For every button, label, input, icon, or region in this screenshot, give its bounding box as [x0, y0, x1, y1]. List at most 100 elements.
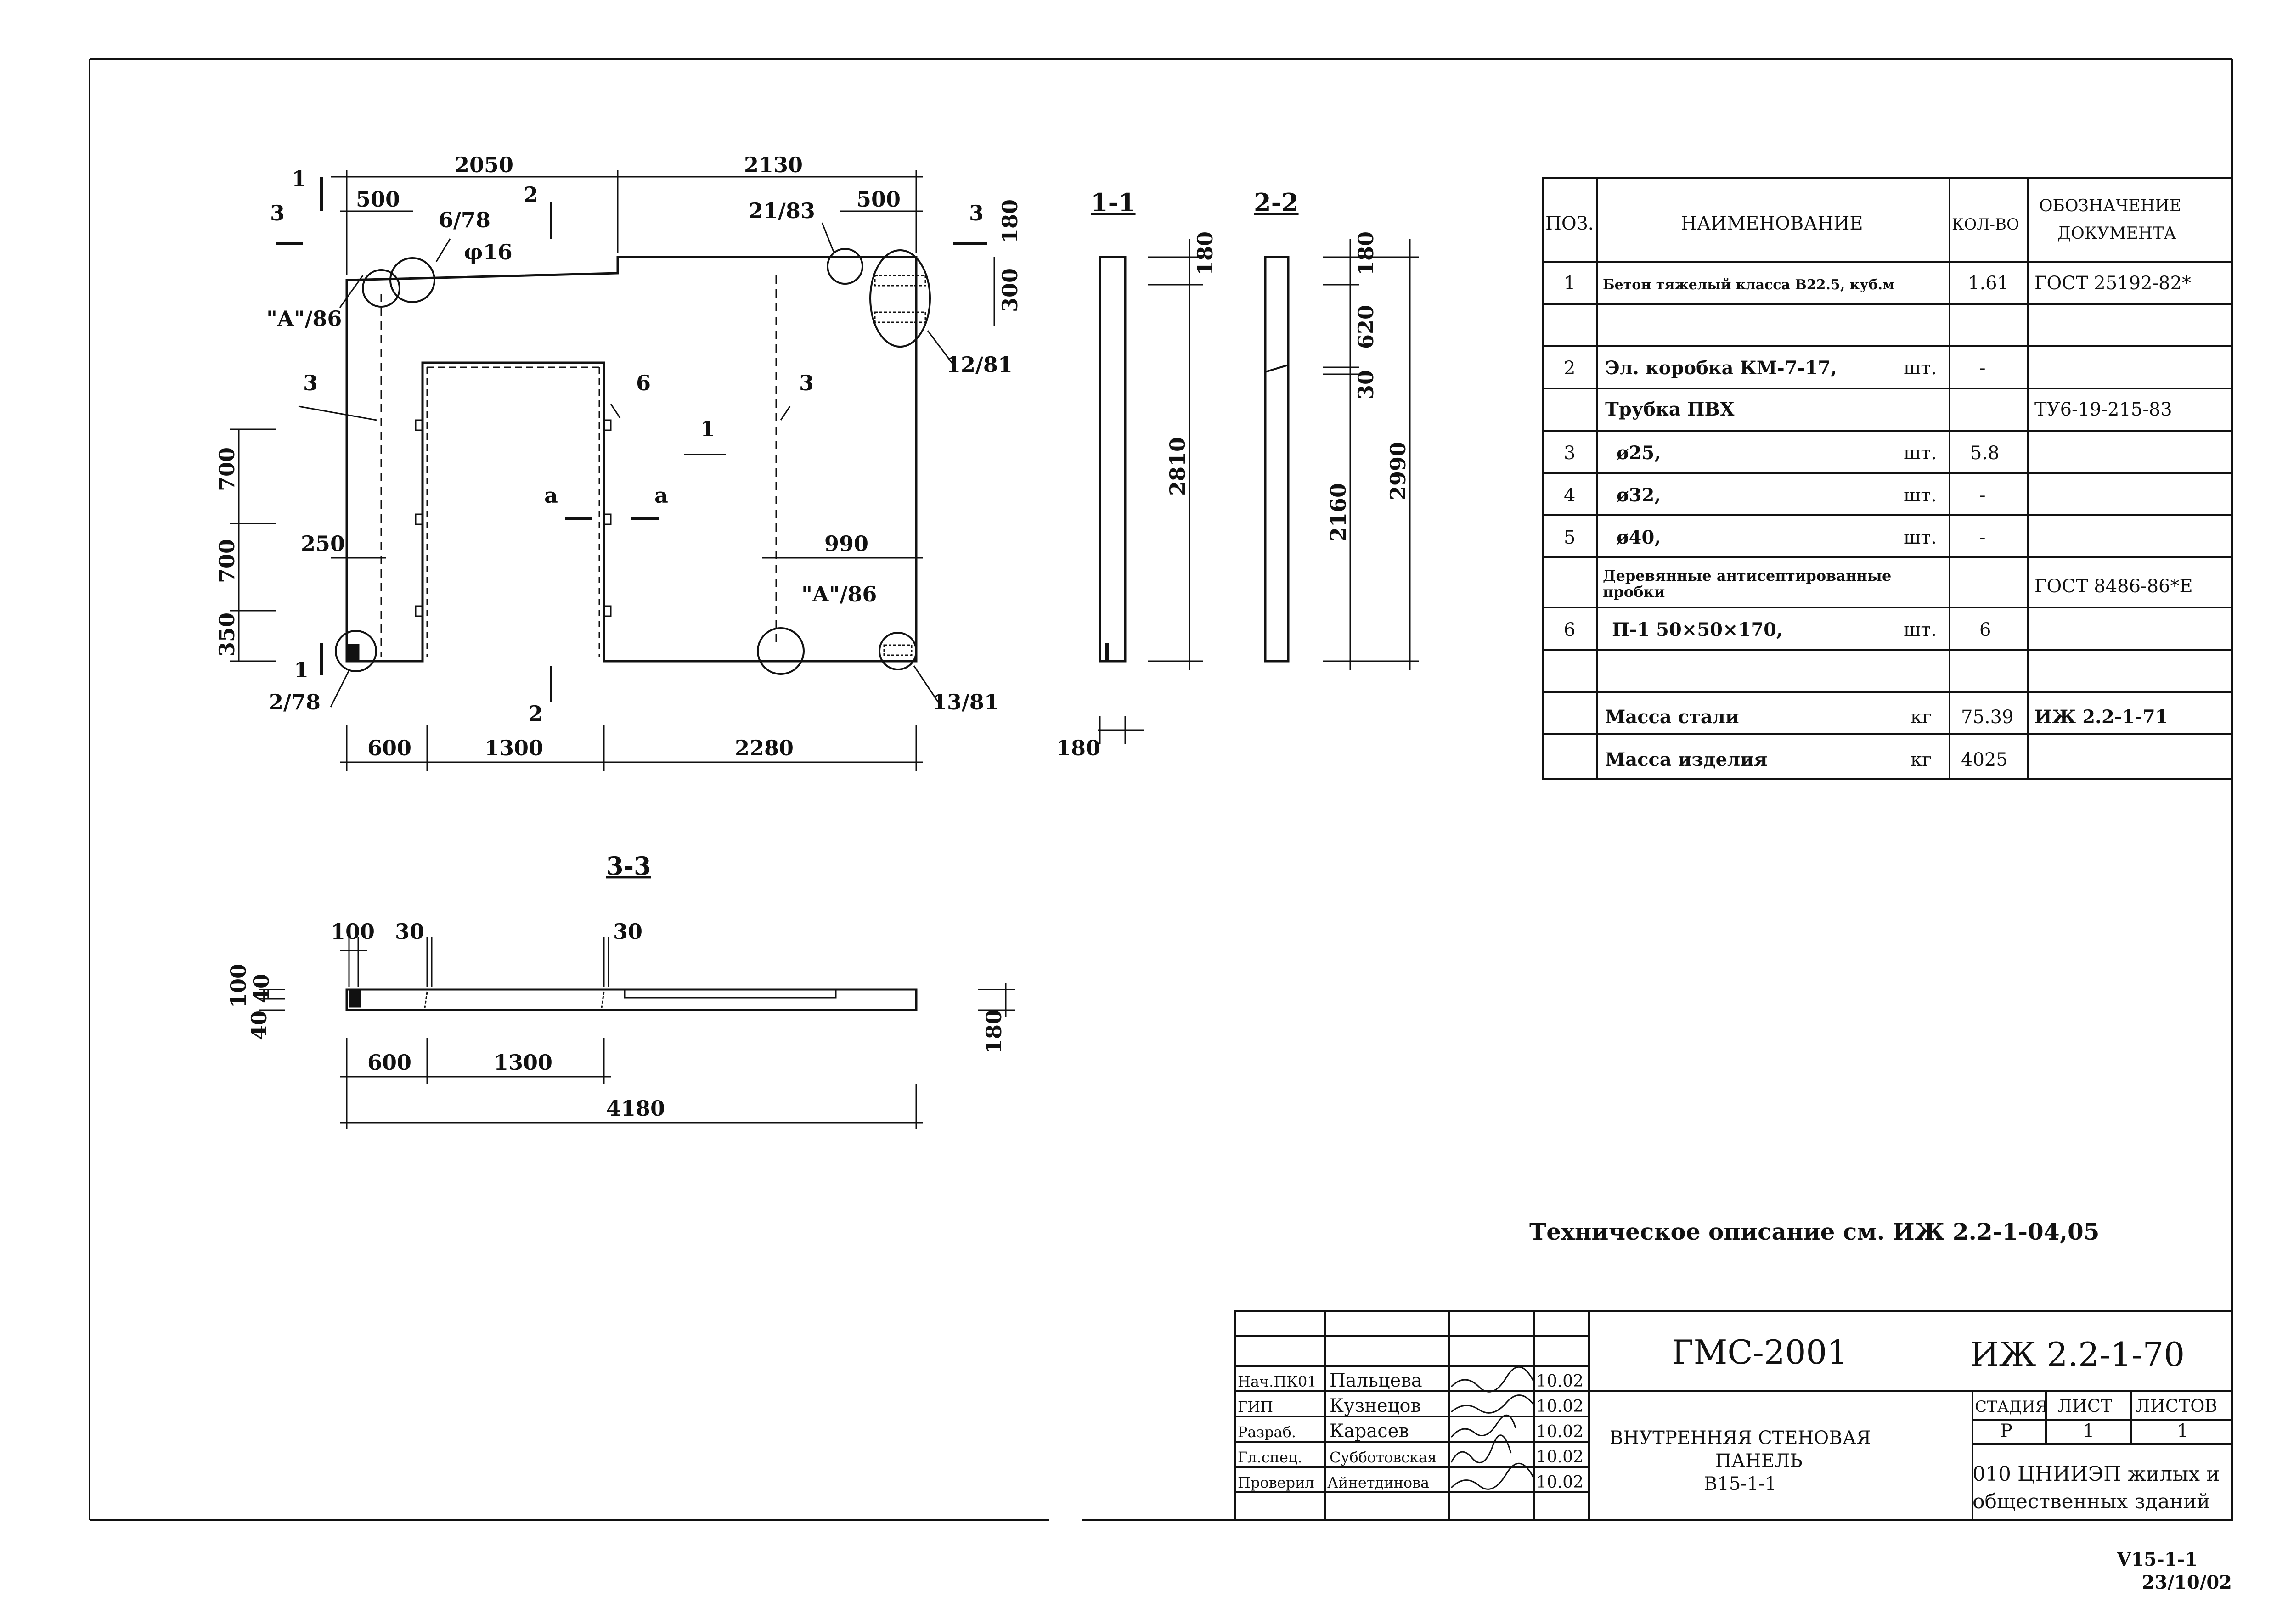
signatures — [1450, 1366, 1535, 1490]
svg-text:ø32,: ø32, — [1617, 484, 1661, 506]
cut-mark-1-top: 1 — [292, 166, 306, 191]
svg-text:Нач.ПК01: Нач.ПК01 — [1238, 1373, 1317, 1390]
callout-6: 6 — [636, 371, 651, 395]
callout-21-83: 21/83 — [749, 198, 815, 223]
panel-plan — [298, 222, 956, 708]
title-desc-line-1: ВНУТРЕННЯЯ СТЕНОВАЯ — [1610, 1427, 1871, 1449]
title-people: Нач.ПК01 Пальцева 10.02 ГИП Кузнецов 10.… — [1238, 1370, 1584, 1492]
svg-text:-: - — [1979, 485, 1986, 506]
spec-header-name: НАИМЕНОВАНИЕ — [1681, 213, 1863, 234]
plan-labels: 2050 2130 500 500 180 300 700 700 350 25… — [214, 152, 1022, 760]
s11-dim-180-top: 180 — [1193, 231, 1217, 275]
svg-text:2: 2 — [1564, 358, 1575, 379]
callout-12-81: 12/81 — [946, 352, 1013, 377]
callout-3-right: 3 — [799, 371, 814, 395]
svg-text:4025: 4025 — [1961, 749, 2008, 770]
spec-row: 6 П-1 50×50×170, шт. 6 — [1564, 619, 1991, 641]
spec-row: Масса стали кг 75.39 ИЖ 2.2-1-71 — [1605, 706, 2168, 728]
callout-a-86-top: "A"/86 — [266, 306, 342, 331]
svg-text:Карасев: Карасев — [1330, 1421, 1409, 1442]
svg-text:10.02: 10.02 — [1536, 1397, 1584, 1416]
svg-text:Разраб.: Разраб. — [1238, 1423, 1296, 1441]
dim-2050: 2050 — [455, 152, 513, 177]
spec-header-doc: ОБОЗНАЧЕНИЕ — [2039, 197, 2181, 215]
section-3-3: 3-3 100 — [226, 851, 1015, 1129]
dim-500-left: 500 — [356, 187, 400, 212]
stage-header: СТАДИЯ — [1975, 1398, 2048, 1416]
s33-dim-180: 180 — [981, 1010, 1006, 1054]
dim-700-a: 700 — [214, 447, 239, 491]
title-desc-line-3: В15-1-1 — [1704, 1473, 1776, 1495]
s11-dim-180-bottom: 180 — [1056, 736, 1100, 760]
svg-text:5.8: 5.8 — [1970, 443, 2000, 464]
s22-dim-2160: 2160 — [1326, 483, 1351, 542]
svg-text:ИЖ 2.2-1-71: ИЖ 2.2-1-71 — [2034, 706, 2168, 728]
spec-row: 3 ø25, шт. 5.8 — [1564, 442, 2000, 464]
title-block: ГМС-2001 ИЖ 2.2-1-70 Нач.ПК01 Пальцева 1… — [1234, 1310, 2233, 1521]
s33-dim-4180: 4180 — [606, 1096, 665, 1121]
svg-text:Гл.спец.: Гл.спец. — [1238, 1449, 1302, 1466]
spec-row: 4 ø32, шт. - — [1564, 484, 1986, 506]
svg-text:Масса изделия: Масса изделия — [1605, 749, 1767, 770]
spec-table: ПОЗ. НАИМЕНОВАНИЕ КОЛ-ВО ОБОЗНАЧЕНИЕ ДОК… — [1542, 177, 2233, 780]
dim-180-top: 180 — [997, 199, 1022, 243]
svg-text:Эл. коробка КМ-7-17,: Эл. коробка КМ-7-17, — [1605, 357, 1837, 379]
svg-text:Бетон тяжелый класса В22.5, ку: Бетон тяжелый класса В22.5, куб.м — [1603, 277, 1894, 293]
svg-text:10.02: 10.02 — [1536, 1422, 1584, 1441]
svg-text:шт.: шт. — [1904, 358, 1937, 379]
footer-code: V15-1-1 — [2116, 1549, 2198, 1570]
svg-text:Трубка ПВХ: Трубка ПВХ — [1605, 399, 1734, 420]
svg-text:Масса стали: Масса стали — [1605, 706, 1739, 728]
cut-mark-2-bottom: 2 — [528, 701, 543, 726]
svg-text:75.39: 75.39 — [1961, 707, 2014, 728]
footer-date: 23/10/02 — [2142, 1572, 2232, 1593]
callout-3-left: 3 — [303, 371, 318, 395]
dim-300: 300 — [997, 268, 1022, 312]
plan-dimension-lines — [230, 170, 995, 771]
s22-dim-30: 30 — [1353, 370, 1378, 399]
s33-dim-100-side: 100 — [226, 964, 251, 1008]
svg-text:3: 3 — [1564, 443, 1575, 464]
cut-mark-3-left: 3 — [270, 201, 285, 225]
s33-dim-30-b: 30 — [613, 919, 642, 944]
svg-text:10.02: 10.02 — [1536, 1372, 1584, 1391]
dim-250: 250 — [301, 531, 345, 556]
section-3-3-title: 3-3 — [606, 851, 651, 881]
svg-text:-: - — [1979, 358, 1986, 379]
spec-header-doc-2: ДОКУМЕНТА — [2057, 224, 2176, 243]
dim-990: 990 — [824, 531, 868, 556]
svg-text:5: 5 — [1564, 527, 1575, 548]
svg-text:кг: кг — [1910, 749, 1932, 770]
svg-text:Проверил: Проверил — [1238, 1474, 1314, 1491]
svg-text:4: 4 — [1564, 485, 1575, 506]
dim-600: 600 — [367, 736, 411, 760]
section-2-2: 2-2 180 620 30 2160 2990 — [1254, 188, 1419, 670]
section-1-1: 1-1 180 2810 180 — [1056, 188, 1217, 760]
callout-13-81: 13/81 — [932, 690, 999, 714]
spec-row: 5 ø40, шт. - — [1564, 527, 1986, 548]
svg-text:шт.: шт. — [1904, 443, 1937, 464]
cut-mark-2-top: 2 — [524, 182, 538, 207]
org-line-1: 010 ЦНИИЭП жилых и — [1972, 1462, 2220, 1486]
spec-wood-plugs-line-2: пробки — [1603, 583, 1665, 601]
sheets-header: ЛИСТОВ — [2136, 1396, 2217, 1416]
title-series: ГМС-2001 — [1672, 1333, 1848, 1371]
sheet-header: ЛИСТ — [2057, 1396, 2112, 1416]
svg-text:П-1 50×50×170,: П-1 50×50×170, — [1612, 619, 1783, 641]
cut-mark-a-right: а — [654, 483, 668, 508]
s33-dim-30-a: 30 — [395, 919, 424, 944]
dim-500-right: 500 — [857, 187, 901, 212]
svg-text:1.61: 1.61 — [1968, 273, 2009, 294]
callout-2-78: 2/78 — [269, 690, 321, 714]
stage-value: Р — [2000, 1421, 2012, 1442]
svg-text:6: 6 — [1979, 619, 1991, 641]
section-2-2-title: 2-2 — [1254, 188, 1299, 217]
title-desc-line-2: ПАНЕЛЬ — [1715, 1450, 1803, 1472]
spec-header-qty: КОЛ-ВО — [1952, 215, 2019, 234]
spec-row: Трубка ПВХ ТУ6-19-215-83 — [1605, 399, 2172, 420]
spec-row: Деревянные антисептированные пробки ГОСТ… — [1603, 567, 2193, 601]
s33-dim-40-b: 40 — [247, 1011, 271, 1040]
svg-text:Айнетдинова: Айнетдинова — [1327, 1474, 1429, 1491]
spec-row: Масса изделия кг 4025 — [1605, 749, 2008, 770]
